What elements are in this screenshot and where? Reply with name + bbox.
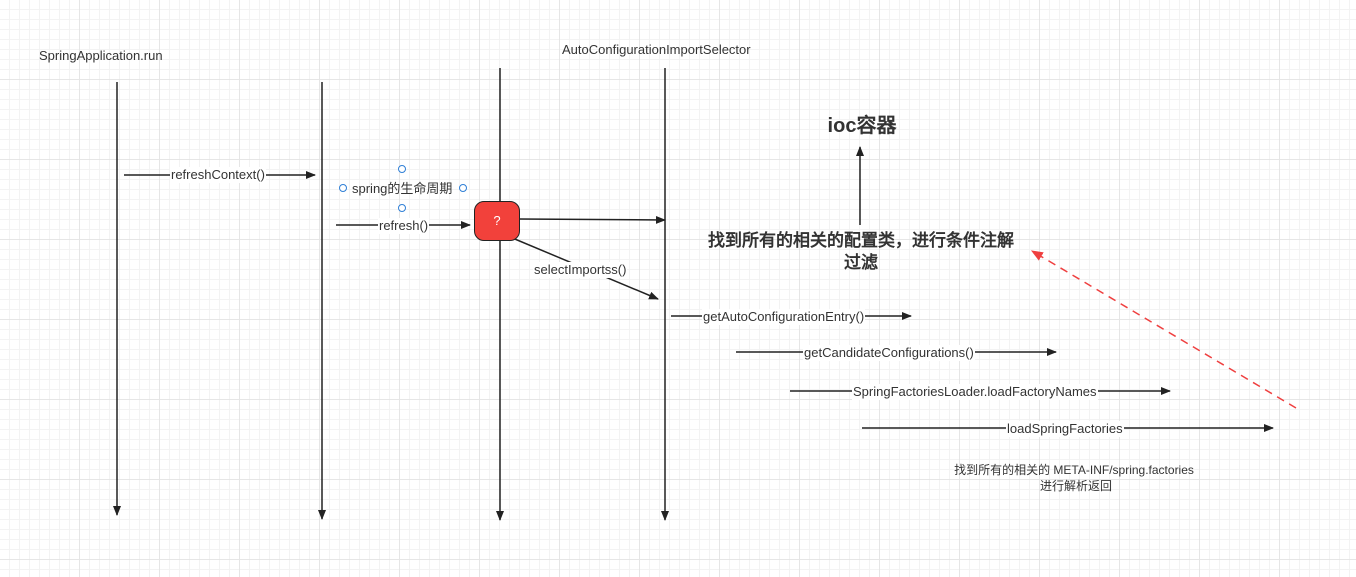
selection-handle-bottom[interactable] xyxy=(398,204,406,212)
message-label-get-candidate-configurations: getCandidateConfigurations() xyxy=(803,345,975,361)
meta-inf-note-line1: 找到所有的相关的 META-INF/spring.factories xyxy=(954,463,1194,477)
meta-inf-note-line2: 进行解析返回 xyxy=(1039,479,1113,493)
message-label-get-auto-configuration-entry: getAutoConfigurationEntry() xyxy=(702,309,866,325)
lifeline-title-auto-configuration-import-selector: AutoConfigurationImportSelector xyxy=(562,42,751,57)
arrow-return-dashed xyxy=(1030,250,1297,409)
message-label-refresh-context: refreshContext() xyxy=(170,167,266,183)
selection-handle-top[interactable] xyxy=(398,165,406,173)
ioc-container-label: ioc容器 xyxy=(827,115,897,137)
message-label-spring-factories-loader: SpringFactoriesLoader.loadFactoryNames xyxy=(852,384,1098,400)
lifeline-title-spring-application-run: SpringApplication.run xyxy=(39,48,163,63)
find-configs-label-line1: 找到所有的相关的配置类，进行条件注解 xyxy=(708,231,1014,250)
selection-handle-right[interactable] xyxy=(459,184,467,192)
message-label-select-imports: selectImportss() xyxy=(533,262,628,278)
find-configs-label-line2: 过滤 xyxy=(844,253,878,272)
arrow-node-to-selector xyxy=(517,215,666,224)
message-label-refresh: refresh() xyxy=(378,218,430,234)
decision-node[interactable]: ? xyxy=(474,201,520,241)
message-label-spring-lifecycle: spring的生命周期 xyxy=(352,181,453,196)
message-label-load-spring-factories: loadSpringFactories xyxy=(1006,421,1124,437)
selection-handle-left[interactable] xyxy=(339,184,347,192)
